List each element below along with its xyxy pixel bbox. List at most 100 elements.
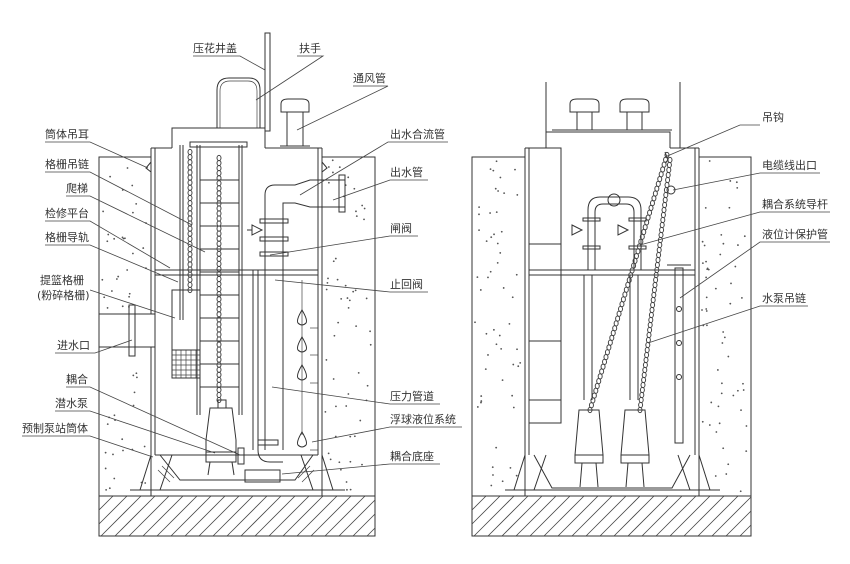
- concrete-speck: [106, 307, 109, 309]
- concrete-speck: [365, 297, 368, 300]
- concrete-speck: [339, 468, 342, 471]
- concrete-speck: [737, 244, 739, 246]
- concrete-speck: [144, 482, 147, 484]
- chain-link: [216, 250, 222, 257]
- concrete-speck: [133, 391, 136, 394]
- hatch-line: [282, 495, 324, 537]
- hatch-line: [310, 495, 352, 537]
- label-lifting-lug: 筒体吊耳: [45, 127, 89, 141]
- concrete-speck: [745, 425, 748, 427]
- label-grille-chain: 格栅吊链: [45, 157, 89, 171]
- concrete-speck: [143, 445, 146, 448]
- chain-link: [659, 226, 665, 234]
- chain-link: [216, 306, 222, 313]
- chain-link: [663, 191, 669, 199]
- chain-link: [216, 265, 222, 273]
- chain-link: [216, 210, 222, 217]
- concrete-speck: [516, 194, 519, 196]
- hatch-line: [128, 495, 170, 537]
- hatch-line: [571, 495, 613, 537]
- concrete-speck: [121, 305, 124, 308]
- chain-link: [187, 169, 193, 176]
- concrete-speck: [349, 488, 352, 491]
- concrete-speck: [126, 167, 129, 169]
- concrete-speck: [363, 218, 365, 221]
- label-level-tube: 液位计保护管: [762, 227, 828, 241]
- chain-link: [645, 336, 651, 344]
- grille-chain: [187, 148, 193, 294]
- chain-link: [216, 280, 222, 288]
- concrete-speck: [478, 213, 480, 216]
- chain-link: [187, 174, 193, 181]
- concrete-speck: [492, 474, 494, 476]
- concrete-speck: [492, 169, 495, 172]
- chain-link: [661, 206, 667, 214]
- concrete-speck: [729, 180, 732, 182]
- concrete-speck: [102, 210, 105, 213]
- chain-link: [216, 154, 222, 162]
- chain-link: [656, 251, 662, 259]
- chain-link: [187, 189, 193, 196]
- concrete-speck: [355, 215, 358, 218]
- concrete-speck: [331, 159, 334, 162]
- concrete-speck: [327, 452, 330, 455]
- concrete-speck: [500, 347, 503, 350]
- concrete-speck: [334, 257, 337, 260]
- label-basket-grille: 提篮格栅: [40, 273, 84, 287]
- concrete-speck: [515, 474, 518, 477]
- label-inlet: 进水口: [57, 339, 90, 352]
- concrete-speck: [720, 382, 723, 385]
- concrete-speck: [489, 212, 491, 214]
- chain-link: [216, 321, 222, 328]
- chain-link: [187, 261, 193, 268]
- gate-valve: [259, 218, 289, 224]
- chain-link: [664, 181, 670, 189]
- label-hook: 吊钩: [762, 110, 784, 124]
- concrete-speck: [326, 281, 329, 284]
- concrete-speck: [333, 334, 336, 337]
- hatch-line: [641, 495, 683, 537]
- label-coupling: 耦合: [66, 372, 88, 386]
- chain-link: [216, 361, 222, 368]
- concrete-speck: [489, 270, 492, 273]
- concrete-speck: [476, 276, 479, 279]
- concrete-speck: [485, 332, 488, 335]
- concrete-speck: [345, 481, 348, 483]
- concrete-speck: [716, 369, 719, 371]
- concrete-speck: [701, 309, 703, 311]
- chain-link: [187, 281, 193, 288]
- concrete-speck: [498, 334, 501, 337]
- label-outlet-merge: 出水合流管: [390, 127, 445, 141]
- label-pump-chain: 水泵吊链: [762, 291, 806, 305]
- chain-link: [652, 281, 658, 289]
- concrete-speck: [474, 321, 476, 324]
- chain-link: [216, 356, 222, 363]
- label-grille-rail: 格栅导轨: [45, 230, 89, 244]
- hatch-line: [471, 495, 487, 511]
- chain-link: [216, 235, 222, 242]
- chain-link: [187, 194, 193, 202]
- concrete-speck: [117, 275, 120, 278]
- submersible-pump-left: [205, 399, 245, 476]
- concrete-speck: [516, 348, 518, 351]
- concrete-speck: [353, 435, 356, 438]
- chain-link: [216, 205, 222, 212]
- concrete-speck: [476, 406, 479, 408]
- concrete-speck: [742, 389, 745, 391]
- concrete-speck: [361, 463, 363, 466]
- chain-link: [651, 291, 657, 299]
- concrete-speck: [722, 447, 725, 450]
- submersible-pump-right-1: [574, 409, 604, 488]
- concrete-speck: [336, 278, 339, 281]
- hatch-line: [669, 495, 711, 537]
- concrete-speck: [705, 308, 708, 310]
- hatch-line: [170, 495, 212, 537]
- concrete-speck: [121, 438, 124, 441]
- concrete-speck: [480, 395, 483, 397]
- right-ladder: [528, 147, 562, 424]
- concrete-speck: [517, 365, 520, 368]
- chain-link: [639, 386, 645, 394]
- chain-link: [654, 261, 660, 269]
- float-level-system: [297, 280, 318, 451]
- label-outlet: 出水管: [390, 165, 423, 179]
